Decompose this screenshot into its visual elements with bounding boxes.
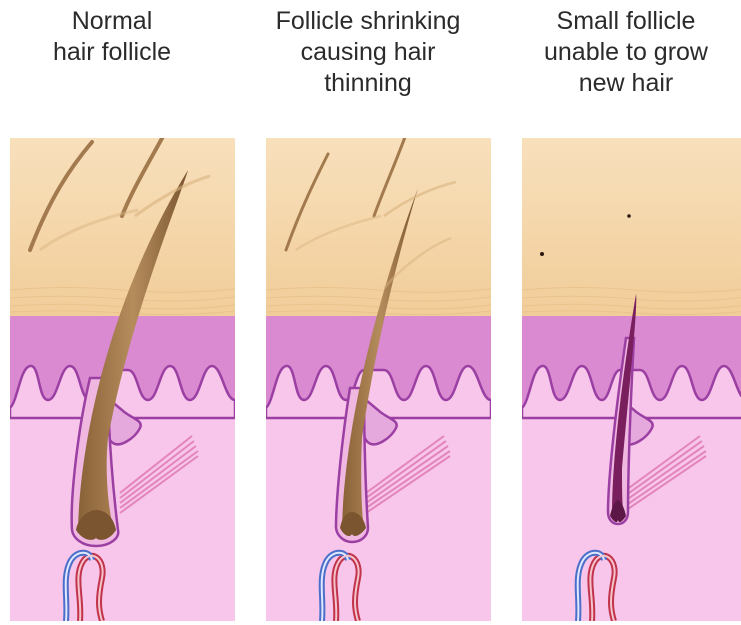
caption-line: causing hair [248,37,488,68]
pore-dot [540,252,544,256]
caption-line: thinning [248,68,488,99]
caption-line: unable to grow [506,37,741,68]
caption-line: Follicle shrinking [248,6,488,37]
caption-normal: Normal hair follicle [0,6,232,68]
skin-panel-small [522,138,741,621]
caption-line: Small follicle [506,6,741,37]
caption-line: hair follicle [0,37,232,68]
caption-line: new hair [506,68,741,99]
caption-small: Small follicle unable to grow new hair [506,6,741,99]
pore-dot [627,214,631,218]
epidermis-layer [10,138,235,316]
caption-line: Normal [0,6,232,37]
caption-shrinking: Follicle shrinking causing hair thinning [248,6,488,99]
skin-panel-shrinking [266,138,491,621]
epidermis-layer [266,138,491,316]
skin-panel-normal [10,138,235,621]
